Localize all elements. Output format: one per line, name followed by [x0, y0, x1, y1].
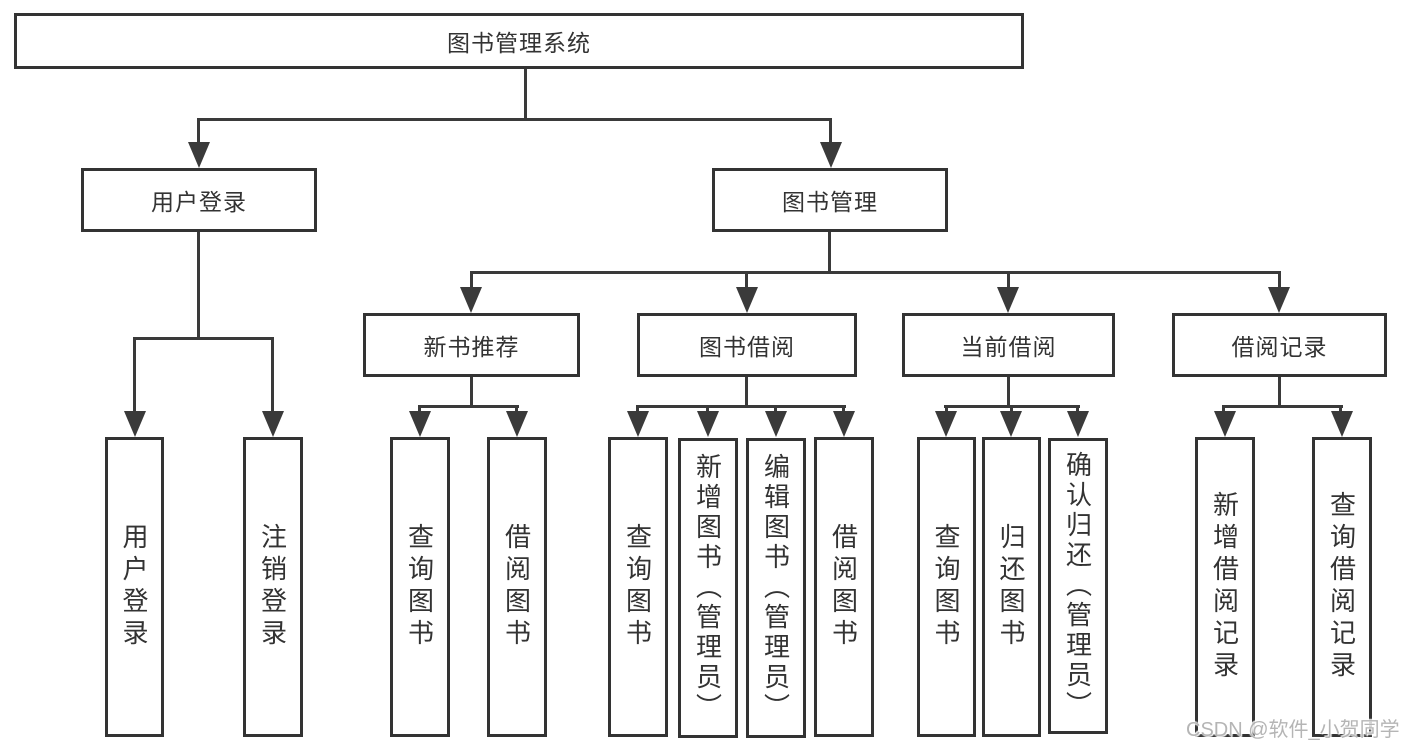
arrow-down-icon [765, 411, 787, 437]
connector-vline [470, 271, 473, 289]
arrow-down-icon [1214, 411, 1236, 437]
connector-vline [774, 405, 777, 414]
arrow-down-icon [188, 142, 210, 168]
leaf-query-books-recommend: 查询图书 [390, 437, 450, 737]
leaf-user-login: 用户登录 [105, 437, 164, 737]
node-user-login-group: 用户登录 [81, 168, 317, 232]
leaf-query-borrow-record: 查询借阅记录 [1312, 437, 1372, 737]
node-label: 借阅图书 [501, 523, 532, 651]
connector-vline [945, 405, 948, 414]
leaf-query-books-current: 查询图书 [917, 437, 976, 737]
node-new-book-recommend: 新书推荐 [363, 313, 580, 377]
connector-hline [636, 405, 846, 408]
node-label: 查询图书 [622, 523, 653, 651]
node-label: 新增借阅记录 [1209, 491, 1240, 683]
node-label: 归还图书 [996, 523, 1026, 651]
connector-vline [197, 118, 200, 145]
arrow-down-icon [124, 411, 146, 437]
connector-hline [418, 405, 519, 408]
node-label: 确认归还（管理员） [1062, 451, 1093, 721]
arrow-down-icon [1331, 411, 1353, 437]
node-borrow-records: 借阅记录 [1172, 313, 1387, 377]
node-label: 用户登录 [119, 523, 149, 651]
node-label: 查询图书 [404, 523, 435, 651]
node-label: 借阅记录 [1231, 334, 1328, 360]
node-label: 新增图书（管理员） [692, 453, 723, 723]
node-label: 编辑图书（管理员） [760, 453, 791, 723]
connector-vline [1007, 271, 1010, 289]
connector-vline [271, 337, 274, 413]
arrow-down-icon [460, 287, 482, 313]
connector-vline [1278, 271, 1281, 289]
leaf-edit-book-admin: 编辑图书（管理员） [746, 438, 806, 738]
connector-vline [706, 405, 709, 414]
node-book-management: 图书管理 [712, 168, 948, 232]
connector-vline [1076, 405, 1079, 414]
arrow-down-icon [820, 142, 842, 168]
connector-vline [515, 405, 518, 414]
leaf-logout: 注销登录 [243, 437, 303, 737]
leaf-add-book-admin: 新增图书（管理员） [678, 438, 738, 738]
connector-vline [418, 405, 421, 414]
arrow-down-icon [935, 411, 957, 437]
node-root: 图书管理系统 [14, 13, 1024, 69]
connector-vline [470, 377, 473, 407]
node-label: 借阅图书 [828, 523, 859, 651]
connector-vline [1007, 377, 1010, 407]
leaf-confirm-return-admin: 确认归还（管理员） [1048, 438, 1108, 734]
arrow-down-icon [262, 411, 284, 437]
leaf-add-borrow-record: 新增借阅记录 [1195, 437, 1255, 737]
connector-vline [745, 377, 748, 407]
node-label: 当前借阅 [960, 334, 1057, 360]
arrow-down-icon [506, 411, 528, 437]
arrow-down-icon [409, 411, 431, 437]
connector-vline [828, 232, 831, 273]
connector-vline [1339, 405, 1342, 414]
connector-vline [636, 405, 639, 414]
arrow-down-icon [1067, 411, 1089, 437]
node-label: 图书借阅 [699, 334, 795, 360]
connector-vline [829, 118, 832, 145]
arrow-down-icon [697, 411, 719, 437]
node-current-borrow: 当前借阅 [902, 313, 1115, 377]
node-label: 注销登录 [257, 523, 288, 651]
node-label: 图书管理 [782, 189, 878, 215]
connector-hline [133, 337, 274, 340]
node-book-borrow: 图书借阅 [637, 313, 857, 377]
connector-vline [197, 232, 200, 337]
arrow-down-icon [736, 287, 758, 313]
connector-vline [524, 69, 527, 118]
leaf-borrow-books-2: 借阅图书 [814, 437, 874, 737]
connector-hline [1222, 405, 1343, 408]
arrow-down-icon [997, 287, 1019, 313]
connector-vline [1278, 377, 1281, 407]
node-label: 新书推荐 [423, 334, 520, 360]
arrow-down-icon [1268, 287, 1290, 313]
node-label: 用户登录 [151, 189, 247, 215]
leaf-return-book: 归还图书 [982, 437, 1041, 737]
connector-vline [1010, 405, 1013, 414]
leaf-query-books-borrow: 查询图书 [608, 437, 668, 737]
node-label: 图书管理系统 [447, 30, 591, 56]
arrow-down-icon [627, 411, 649, 437]
leaf-borrow-books-recommend: 借阅图书 [487, 437, 547, 737]
watermark-text: CSDN @软件_小贺同学 [1186, 719, 1400, 741]
connector-hline [470, 271, 1281, 274]
node-label: 查询借阅记录 [1326, 491, 1357, 683]
arrow-down-icon [833, 411, 855, 437]
connector-vline [1222, 405, 1225, 414]
connector-vline [133, 337, 136, 413]
node-label: 查询图书 [931, 523, 961, 651]
connector-vline [842, 405, 845, 414]
connector-hline [197, 118, 832, 121]
connector-vline [745, 271, 748, 289]
arrow-down-icon [1000, 411, 1022, 437]
